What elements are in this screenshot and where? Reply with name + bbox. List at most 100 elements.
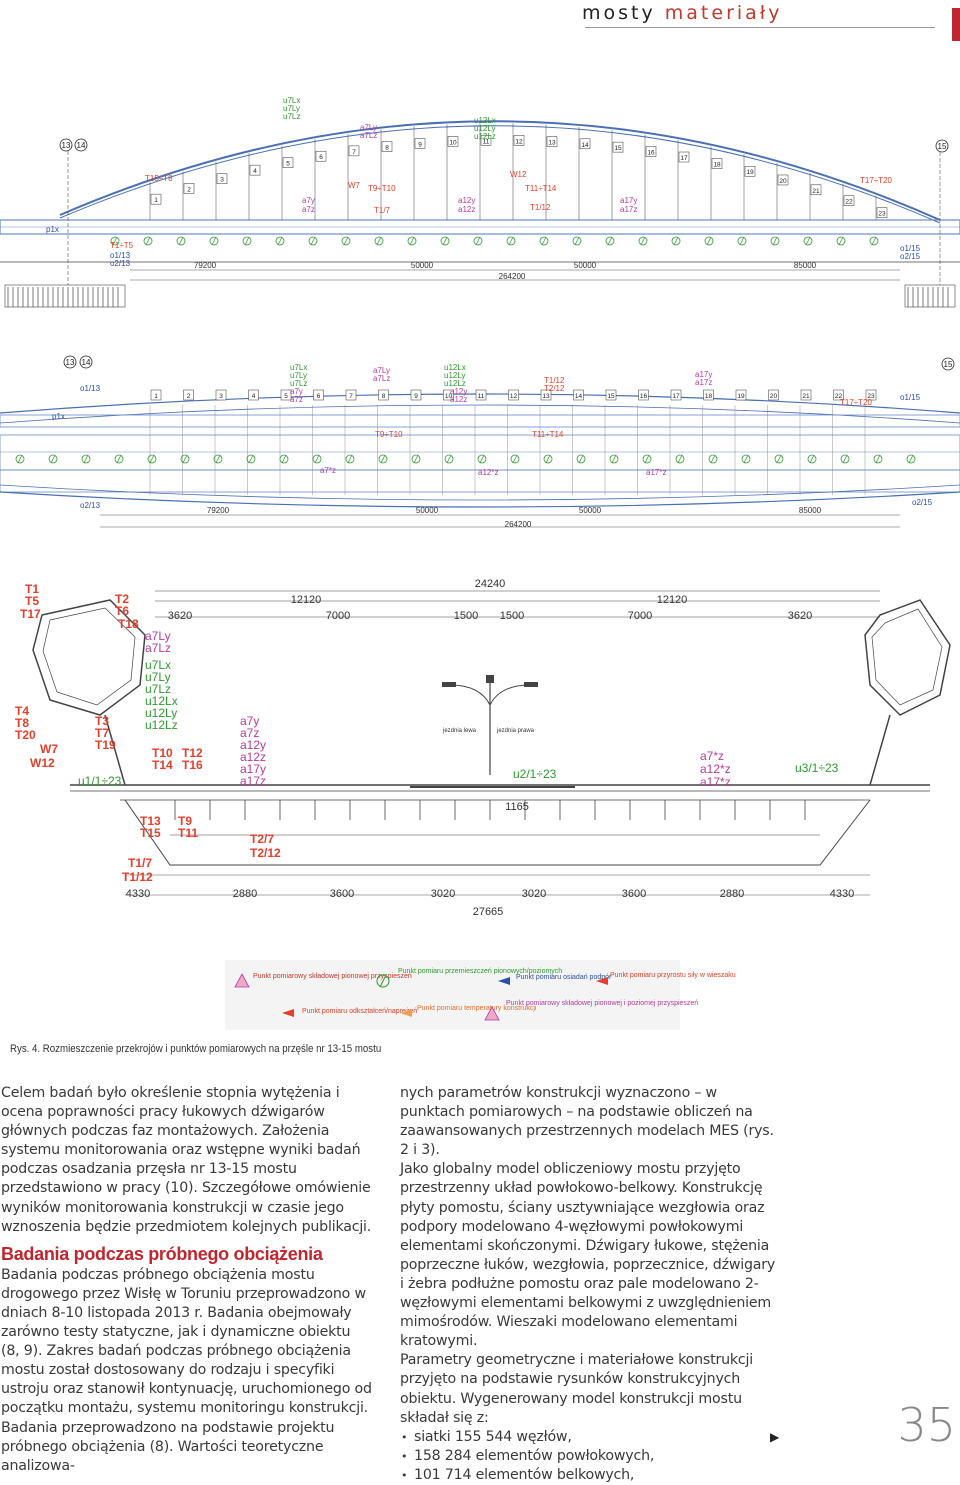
legend-item-5: Punkt pomiaru odkształceń/naprężeń xyxy=(302,1008,417,1015)
section-red-label: T13 xyxy=(140,814,161,828)
plan-hanger-box xyxy=(215,389,227,401)
section-red-label: T18 xyxy=(118,617,139,631)
section-red-label: T2 xyxy=(115,592,129,606)
page-number: 35 xyxy=(897,1398,956,1452)
plan-label-a7star: a7*z xyxy=(320,466,336,475)
plan-hanger-number: 8 xyxy=(382,393,386,400)
elev-gauge-icon xyxy=(374,236,384,246)
plan-gauge-icon xyxy=(279,454,289,464)
elev-hanger-number: 1 xyxy=(154,197,158,204)
legend-item-3: Punkt pomiaru osiadań podpór xyxy=(516,974,612,981)
header-word-2: materiały xyxy=(664,2,783,24)
elev-label-o1-15: o1/15 xyxy=(900,244,921,253)
elev-label-u7Ly: u7Ly xyxy=(283,104,300,113)
plan-hanger-number: 22 xyxy=(835,393,843,400)
section-red-label: T12 xyxy=(182,746,203,760)
elev-pier-13-marker xyxy=(59,138,73,152)
section-red-label: T10 xyxy=(152,746,173,760)
elev-hanger-box xyxy=(546,136,558,147)
plan-hanger-number: 9 xyxy=(414,393,418,400)
plan-label-a12y: a12y xyxy=(450,387,467,396)
elev-hanger-number: 15 xyxy=(614,145,622,152)
paragraph: Jako globalny model obliczeniowy mostu p… xyxy=(400,1161,776,1350)
plan-gauge-icon xyxy=(213,454,223,464)
section-bottom-dim-2: 2880 xyxy=(233,888,257,900)
elev-label-T9T10: T9÷T10 xyxy=(368,184,396,193)
section-mid-dim: 1165 xyxy=(505,801,529,813)
section-bottom-dim-7: 2880 xyxy=(720,888,744,900)
section-lane-left: jezdnia lewa xyxy=(442,728,477,734)
plan-gauge-icon xyxy=(906,454,916,464)
model-list: siatki 155 544 węzłów, 158 284 elementów… xyxy=(400,1428,780,1485)
plan-label-a7Lz: a7Lz xyxy=(373,374,390,383)
elev-gauge-icon xyxy=(638,236,648,246)
plan-hanger-box xyxy=(345,389,357,401)
elev-hanger-number: 16 xyxy=(647,150,655,157)
elev-gauge-icon xyxy=(341,236,351,246)
section-magenta-label: a7y xyxy=(240,714,259,728)
elev-gauge-icon xyxy=(539,236,549,246)
paragraph: nych parametrów konstrukcji wyznaczono –… xyxy=(400,1085,774,1159)
elev-label-a7Ly: a7Ly xyxy=(360,123,377,132)
plan-gauge-icon xyxy=(15,454,25,464)
plan-label-T2-12: T2/12 xyxy=(544,384,565,393)
plan-pier-15-marker xyxy=(941,357,955,371)
section-green-label: u7Ly xyxy=(145,670,171,684)
elev-hanger-number: 19 xyxy=(746,169,754,176)
section-bottom-dim-6: 3600 xyxy=(622,888,646,900)
elev-gauge-icon xyxy=(605,236,615,246)
plan-gauge-icon xyxy=(609,454,619,464)
plan-hanger-number: 19 xyxy=(737,393,745,400)
plan-dim-2: 50000 xyxy=(416,506,439,515)
elev-hanger-box xyxy=(876,207,888,218)
elev-total-dim: 264200 xyxy=(499,272,526,281)
legend-item-1: Punkt pomiarowy składowej pionowej przys… xyxy=(253,973,412,980)
section-red-label: W7 xyxy=(40,742,58,756)
plan-gauge-icon xyxy=(741,454,751,464)
elev-hanger-number: 9 xyxy=(418,141,422,148)
plan-label-o2-13: o2/13 xyxy=(80,501,101,510)
section-top-dim-3: 7000 xyxy=(326,610,350,622)
plan-hanger-number: 23 xyxy=(867,393,875,400)
section-total-top: 24240 xyxy=(475,578,506,590)
section-magenta-label: a12z xyxy=(240,750,266,764)
elev-gauge-icon xyxy=(275,236,285,246)
elev-label-u12Lz: u12Lz xyxy=(474,132,496,141)
plan-hanger-box xyxy=(410,389,422,401)
elev-gauge-icon xyxy=(836,236,846,246)
section-red-label: T6 xyxy=(115,604,129,618)
elev-label-T1-12: T1/12 xyxy=(530,203,551,212)
elev-pier-14-marker xyxy=(74,138,88,152)
plan-hanger-number: 2 xyxy=(187,393,191,400)
section-red-label: W12 xyxy=(30,756,55,770)
legend-item-6: Punkt pomiaru temperatury konstrukcji xyxy=(417,1005,537,1012)
elev-hanger-box xyxy=(447,136,459,147)
plan-label-u12Lz: u12Lz xyxy=(444,379,466,388)
section-magenta-label: a12*z xyxy=(700,762,731,776)
section-red-label: T5 xyxy=(25,594,39,608)
continue-arrow-icon: ▶ xyxy=(770,1430,780,1444)
plan-dim-1: 79200 xyxy=(207,506,230,515)
plan-gauge-icon xyxy=(873,454,883,464)
cross-section-view: 24240 3620 12120 7000 1500 1500 12120 70… xyxy=(15,578,951,918)
plan-gauge-icon xyxy=(312,454,322,464)
plan-hanger-number: 12 xyxy=(510,393,518,400)
elev-gauge-icon xyxy=(308,236,318,246)
elev-gauge-icon xyxy=(110,236,120,246)
elev-label-u12Lx: u12Lx xyxy=(474,116,496,125)
section-magenta-label: a7*z xyxy=(700,749,724,763)
figure-caption: Rys. 4. Rozmieszczenie przekrojów i punk… xyxy=(10,1043,382,1055)
plan-label-a7Ly: a7Ly xyxy=(373,366,390,375)
plan-hanger-box xyxy=(150,389,162,401)
running-header: mosty materiały xyxy=(582,2,782,24)
elev-label-o2-15: o2/15 xyxy=(900,252,921,261)
elev-gauge-icon xyxy=(704,236,714,246)
plan-gauge-icon xyxy=(807,454,817,464)
plan-hanger-box xyxy=(475,389,487,401)
elev-gauge-icon xyxy=(770,236,780,246)
elev-gauge-icon xyxy=(209,236,219,246)
plan-hanger-box xyxy=(540,389,552,401)
text-column-left: Celem badań było określenie stopnia wytę… xyxy=(1,1084,373,1476)
